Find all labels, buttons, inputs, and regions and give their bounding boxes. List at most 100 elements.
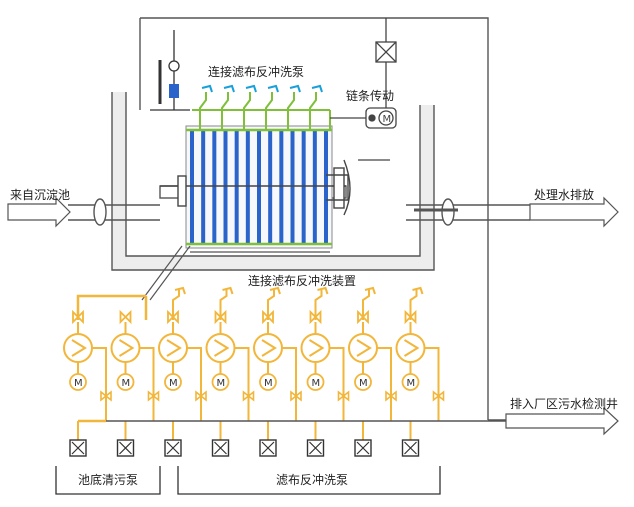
pump-unit: M — [63, 309, 112, 457]
pump-valve — [309, 309, 322, 325]
check-valve — [385, 390, 397, 402]
pump-impeller — [403, 339, 420, 357]
pump-valve — [357, 309, 369, 325]
pump-discharge-leg — [377, 347, 392, 421]
backwash-nozzle — [267, 84, 279, 93]
pump-unit: M — [300, 286, 350, 457]
inlet-arrow — [7, 196, 71, 228]
pump-impeller — [118, 339, 135, 357]
motor-icon — [164, 373, 182, 391]
foot-valve-mark — [309, 441, 322, 455]
pump-inlet — [267, 290, 275, 320]
backwash-nozzle — [201, 84, 213, 93]
pump-inlet — [219, 290, 228, 320]
pump-discharge-leg — [139, 347, 155, 421]
pump-valve — [404, 309, 417, 325]
pump-body — [63, 333, 93, 363]
pump-valve — [214, 309, 227, 325]
pump-impeller — [213, 339, 230, 357]
pump-nozzle — [364, 286, 376, 295]
pump-discharge-leg — [329, 347, 345, 421]
pump-impeller — [261, 339, 277, 357]
pump-nozzle — [317, 286, 329, 295]
bottom-pump-group-label: 池底清污泵 — [78, 472, 138, 487]
motor-icon — [116, 373, 135, 391]
pump-discharge-leg — [92, 347, 107, 421]
pump-inlet — [362, 290, 370, 320]
motor-icon — [401, 373, 420, 391]
backwash-riser — [199, 92, 207, 130]
motor-label: M — [407, 378, 416, 389]
pump-inlet — [314, 290, 323, 320]
suction-header-left — [76, 294, 146, 320]
pump-unit: M — [348, 286, 397, 457]
motor-label: M — [312, 378, 321, 389]
outlet-arrow — [529, 196, 619, 228]
motor-label: M — [74, 378, 83, 389]
backwash-nozzle — [311, 84, 323, 93]
backwash-nozzle — [223, 84, 235, 93]
foot-valve-mark — [404, 441, 417, 455]
pump-discharge-leg — [187, 347, 202, 421]
pump-valve — [167, 309, 179, 325]
motor-icon — [69, 373, 87, 391]
pump-unit: M — [395, 286, 445, 457]
motor-label: M — [122, 378, 131, 389]
pump-impeller — [308, 339, 325, 357]
right-wall — [420, 105, 434, 270]
svg-text:M: M — [383, 114, 392, 125]
discharge-arrow — [505, 406, 619, 436]
check-valve — [290, 390, 302, 402]
motor-label: M — [264, 378, 273, 389]
backwash-device-connect-label: 连接滤布反冲洗装置 — [248, 273, 356, 288]
group-brackets — [55, 466, 441, 495]
backwash-nozzle — [289, 84, 301, 93]
foot-valve-mark — [214, 441, 227, 455]
tank-structure — [111, 17, 489, 420]
pump-unit: M — [110, 309, 160, 457]
pump-valve — [262, 309, 274, 325]
pump-body — [395, 333, 426, 363]
pump-nozzle — [269, 286, 281, 295]
pump-inlet — [409, 290, 418, 320]
drum-shaft — [160, 159, 351, 216]
check-valve — [147, 390, 160, 402]
motor-icon — [211, 373, 230, 391]
pump-inlet — [172, 290, 180, 320]
pump-unit: M — [158, 286, 207, 457]
pump-body — [300, 333, 331, 363]
pump-body — [158, 333, 188, 363]
discharge-label: 排入厂区污水检测井 — [510, 396, 618, 411]
backwash-nozzle — [245, 84, 257, 93]
outlet-pipe — [406, 198, 530, 226]
check-valve — [242, 390, 255, 402]
backwash-riser — [221, 92, 229, 130]
backwash-pump-connect-label: 连接滤布反冲洗泵 — [208, 64, 304, 79]
pump-unit: M — [253, 286, 302, 457]
check-valve — [337, 390, 350, 402]
backwash-riser — [265, 92, 273, 130]
foot-valve-mark — [261, 441, 275, 455]
pump-unit: M — [205, 286, 255, 457]
check-valve — [432, 390, 445, 402]
pump-body — [253, 333, 283, 363]
pump-valve — [72, 309, 84, 325]
pump-nozzle — [222, 286, 234, 295]
backwash-pump-group-label: 滤布反冲洗泵 — [276, 472, 348, 487]
backwash-riser — [309, 92, 317, 130]
filter-unit — [185, 84, 333, 249]
pump-nozzle — [412, 286, 424, 295]
inlet-label: 来自沉淀池 — [10, 188, 70, 202]
foot-valve-mark — [119, 441, 132, 455]
pump-impeller — [71, 339, 87, 357]
tank-floor — [112, 256, 434, 270]
pump-discharge-leg — [282, 347, 297, 421]
pump-impeller — [166, 339, 182, 357]
pump-nozzle — [174, 286, 186, 295]
pump-body — [348, 333, 378, 363]
pump-valve — [119, 309, 132, 325]
motor-label: M — [217, 378, 226, 389]
